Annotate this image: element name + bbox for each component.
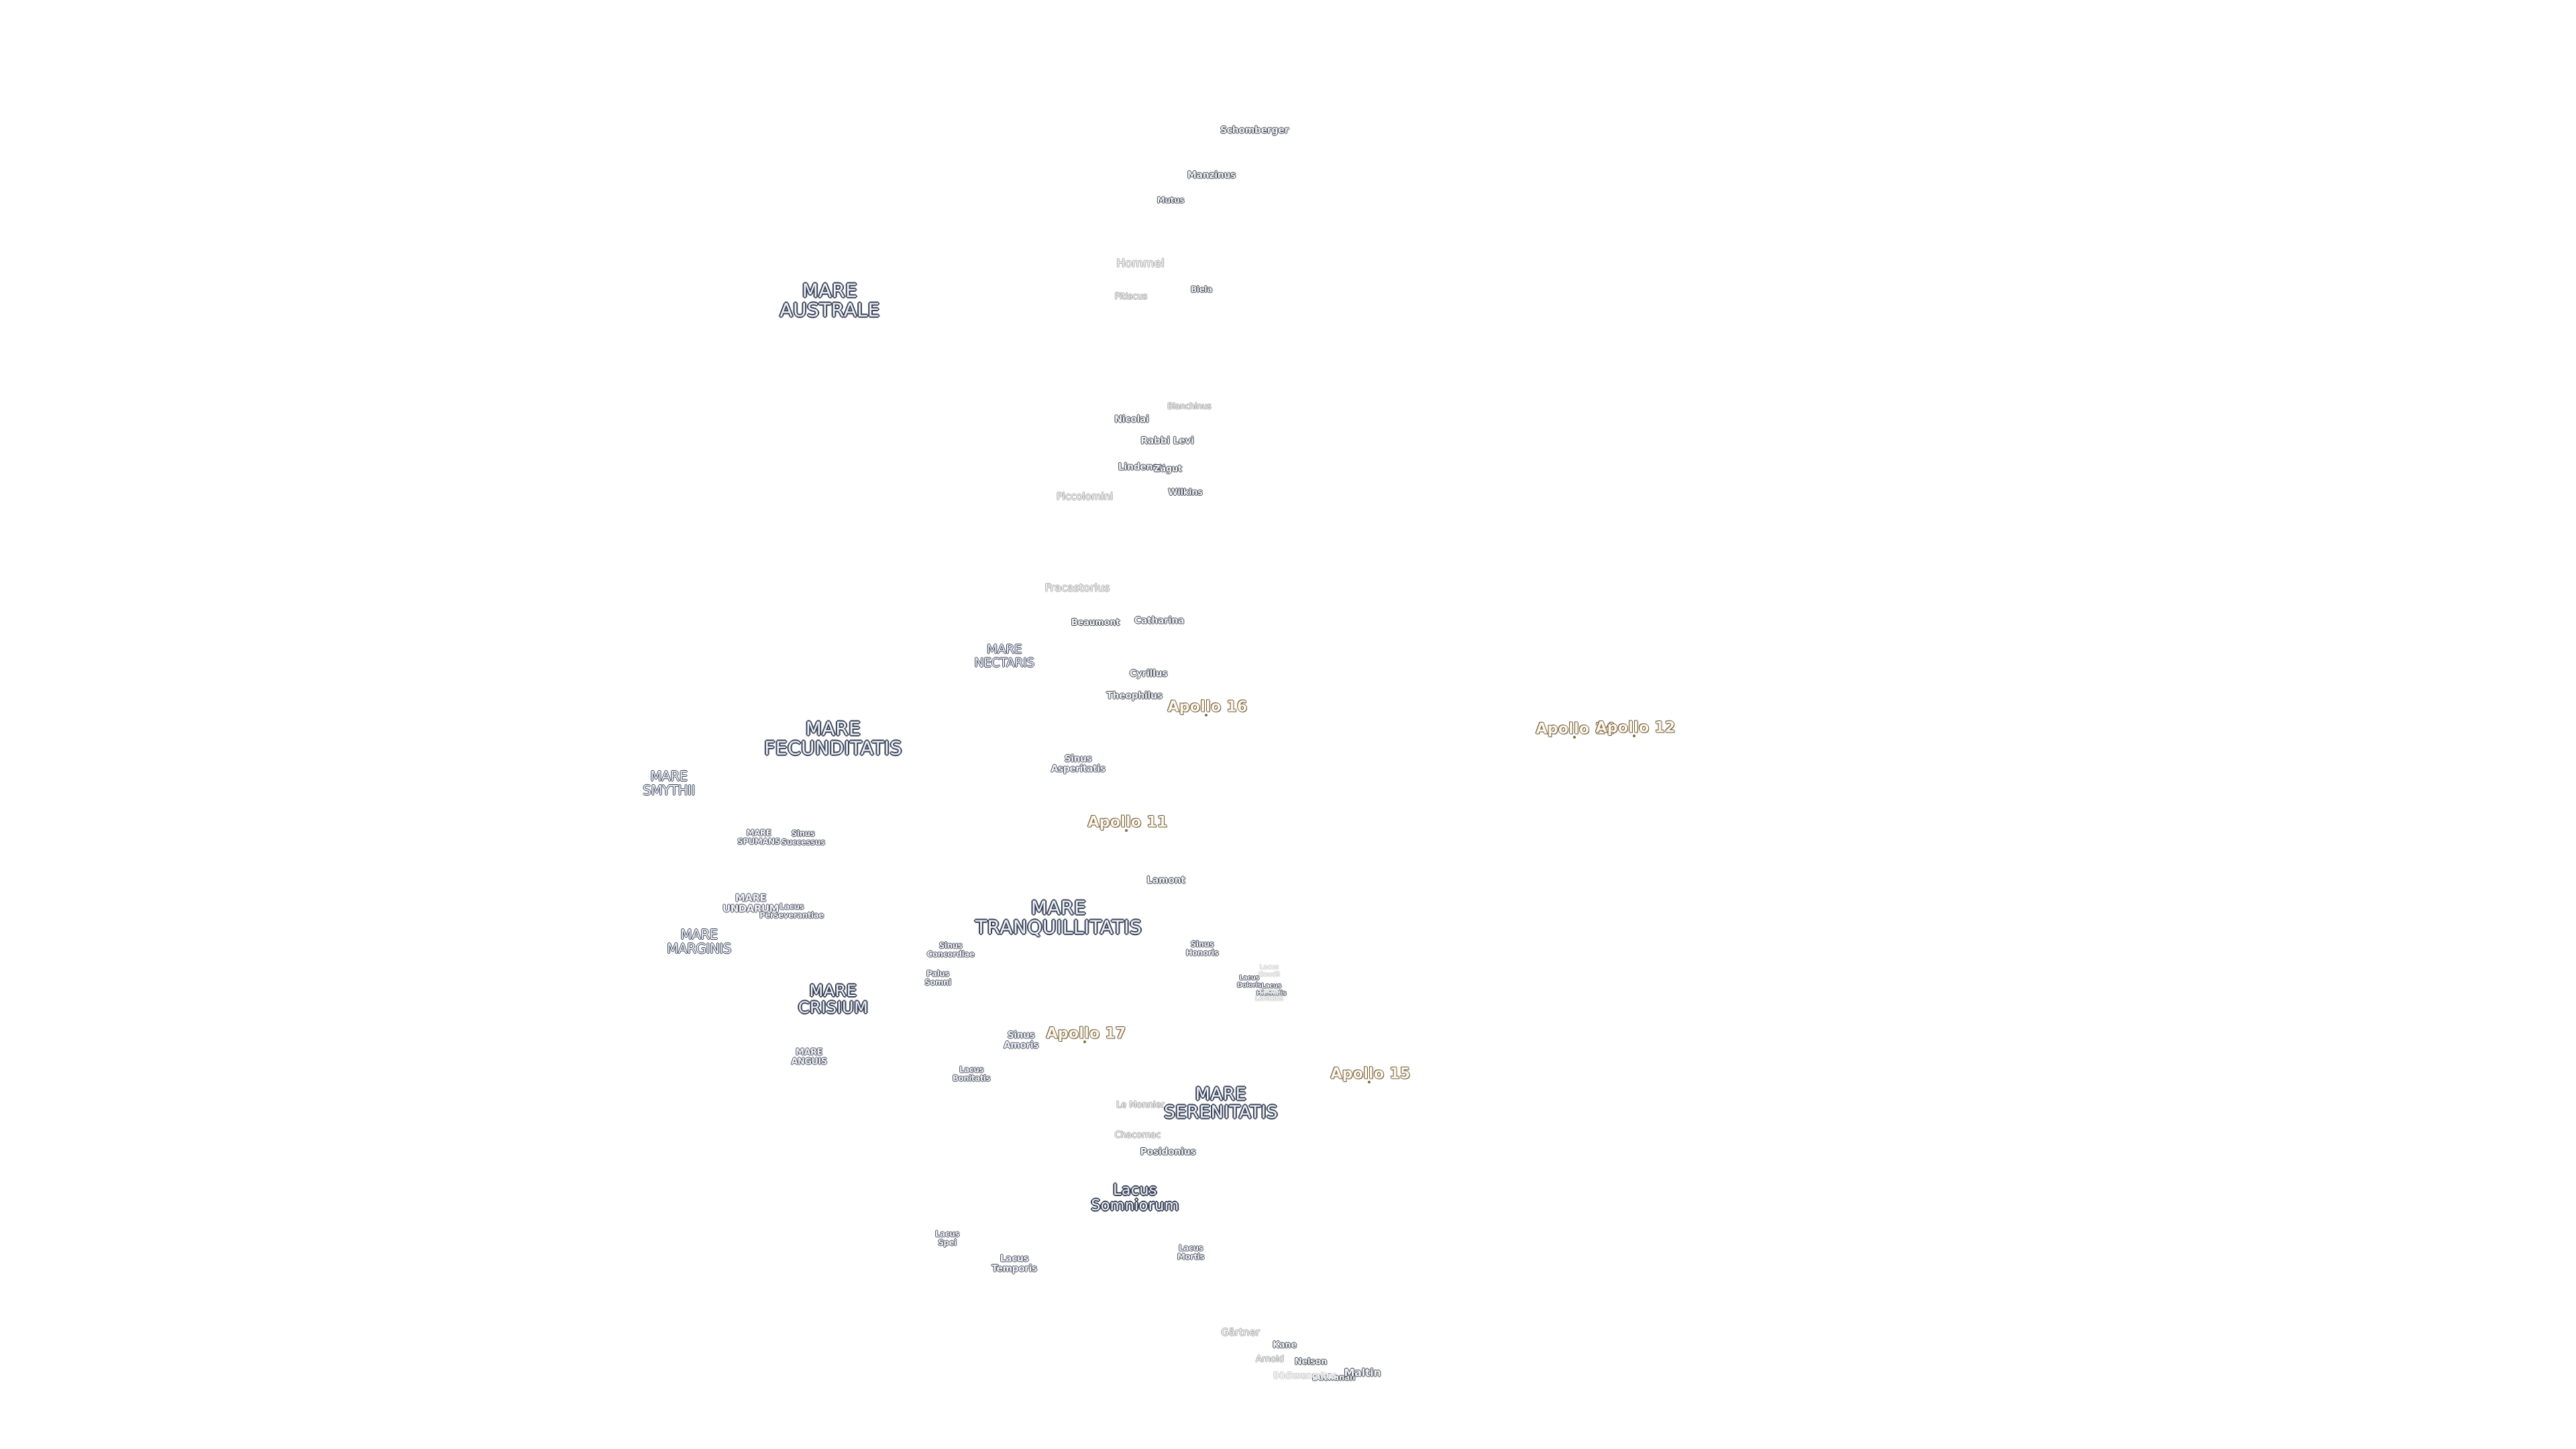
crater-theophilus: Theophilus	[1106, 690, 1163, 702]
crater-gartner: Gärtner	[1221, 1326, 1260, 1339]
sinus-amoris-label: Sinus Amoris	[1003, 1030, 1039, 1051]
crater-zagut: Zagut	[1154, 464, 1182, 475]
mare-crisium-label: MARE CRISIUM	[798, 981, 869, 1017]
apollo-11-marker	[1125, 829, 1128, 832]
lacus-temporis-label: Lacus Temporis	[991, 1253, 1037, 1274]
crater-lindenau: Lindenau	[1118, 462, 1166, 473]
crater-maltin: Maltin	[1344, 1366, 1381, 1379]
crater-arnold: Arnold	[1255, 1354, 1285, 1365]
crater-catharina: Catharina	[1134, 615, 1185, 627]
crater-nicolai: Nicolai	[1114, 414, 1149, 425]
apollo-16-marker	[1205, 714, 1208, 716]
crater-pitiscus: Pitiscus	[1114, 292, 1148, 303]
crater-hommel: Hommel	[1116, 257, 1165, 271]
lacus-gaudii-label: Lacus Gaudii	[1258, 963, 1281, 978]
apollo-17-site[interactable]: Apollo 17	[1046, 1025, 1126, 1042]
crater-chacornac: Chacornac	[1114, 1130, 1161, 1141]
crater-blanchinus: Blanchinus	[1167, 401, 1212, 411]
lacus-spei-label: Lacus Spei	[934, 1229, 960, 1247]
crater-rabbi-levi: Rabbi Levi	[1140, 435, 1194, 447]
apollo-17-marker	[1083, 1040, 1086, 1043]
crater-le-monnier: Le Monnier	[1116, 1100, 1165, 1111]
sinus-concordiae-label: Sinus Concordiae	[926, 941, 975, 959]
mare-smythii-label: MARE SMYTHII	[643, 768, 695, 798]
lacus-lenitatis-label: Lacus Lenitatis	[1254, 987, 1284, 1002]
mare-serenitatis-label: MARE SERENITATIS	[1164, 1084, 1278, 1123]
sinus-successus-label: Sinus Successus	[781, 828, 825, 847]
crater-biela: Biela	[1190, 284, 1213, 294]
mare-undarum-label: MARE UNDARUM	[722, 892, 779, 914]
crater-cyrillus: Cyrillus	[1129, 668, 1168, 680]
apollo-12-site[interactable]: Apollo 12	[1595, 719, 1676, 737]
crater-buchanan: Buchanan	[1311, 1373, 1356, 1383]
sinus-honoris-label: Sinus Honoris	[1185, 939, 1219, 957]
mare-anguis-label: MARE ANGUIS	[791, 1047, 827, 1067]
crater-posidonius: Posidonius	[1140, 1146, 1196, 1158]
crater-manzinus: Manzinus	[1187, 170, 1236, 181]
crater-democritus: Democritus	[1286, 1371, 1337, 1382]
crater-nelson: Nelson	[1294, 1357, 1328, 1368]
lacus-bonitatis-label: Lacus Bonitatis	[952, 1065, 991, 1083]
crater-lamont: Lamont	[1146, 875, 1185, 886]
crater-wilkins: Wilkins	[1168, 488, 1203, 498]
apollo-12-marker	[1633, 735, 1635, 737]
crater-piccolomini: Piccolomini	[1056, 490, 1114, 503]
mare-nectaris-label: MARE NECTARIS	[974, 642, 1034, 670]
lacus-mortis-label: Lacus Mortis	[1177, 1243, 1205, 1261]
crater-fracastorius: Fracastorius	[1044, 581, 1110, 594]
sinus-asperitatis-label: Sinus Asperitatis	[1051, 753, 1106, 774]
crater-buchner: Büchner	[1273, 1371, 1310, 1382]
crater-beaumont: Beaumont	[1071, 618, 1120, 629]
mare-tranquillitatis-label: MARE TRANQUILLITATIS	[975, 896, 1142, 938]
mare-spumans-label: MARE SPUMANS	[737, 828, 780, 846]
mare-marginis-label: MARE MARGINIS	[667, 926, 731, 957]
lacus-perseverantiae-label: Lacus Perseverantiae	[759, 902, 824, 920]
apollo-11-site[interactable]: Apollo 11	[1087, 814, 1168, 831]
apollo-15-site[interactable]: Apollo 15	[1330, 1065, 1411, 1083]
mare-fecunditatis-label: MARE FECUNDITATIS	[764, 717, 902, 759]
lacus-somniorum-label: Lacus Somniorum	[1091, 1181, 1179, 1214]
crater-mutus: Mutus	[1157, 195, 1185, 205]
apollo-14-site[interactable]: Apollo 14	[1536, 720, 1616, 738]
lacus-doloris-label: Lacus Doloris	[1236, 974, 1262, 989]
mare-australe-label: MARE AUSTRALE	[780, 279, 880, 321]
crater-kane: Kane	[1273, 1340, 1297, 1351]
crater-schomberger: Schomberger	[1220, 125, 1289, 136]
apollo-15-marker	[1368, 1081, 1371, 1083]
palus-somni-label: Palus Somni	[924, 969, 951, 987]
apollo-14-marker	[1573, 736, 1576, 739]
apollo-16-site[interactable]: Apollo 16	[1167, 698, 1248, 716]
lacus-hiemalis-label: Lacus Hiemalis	[1256, 982, 1287, 997]
